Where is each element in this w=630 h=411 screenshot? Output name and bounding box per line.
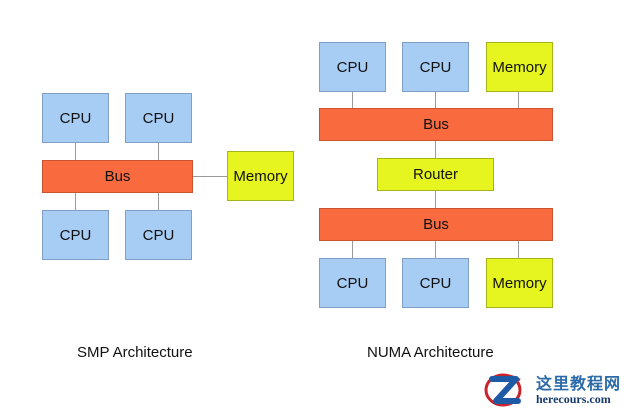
- numa-cpu-top-2: CPU: [402, 42, 469, 92]
- watermark-logo-icon: [484, 373, 522, 407]
- numa-bus-label: Bus: [423, 116, 449, 133]
- numa-bus-top: Bus: [319, 108, 553, 141]
- numa-memory-top: Memory: [486, 42, 553, 92]
- watermark: 这里教程网 herecours.com: [482, 368, 630, 411]
- numa-memory-label: Memory: [492, 274, 547, 292]
- numa-router-label: Router: [412, 166, 459, 183]
- smp-memory: Memory: [227, 151, 294, 201]
- numa-cpu-label: CPU: [419, 58, 452, 76]
- numa-connector: [352, 92, 353, 108]
- smp-cpu-label: CPU: [142, 109, 175, 127]
- numa-connector: [352, 241, 353, 258]
- numa-connector: [435, 141, 436, 158]
- smp-memory-label: Memory: [233, 167, 288, 185]
- numa-router: Router: [377, 158, 494, 191]
- smp-connector: [158, 143, 159, 160]
- numa-connector: [435, 241, 436, 258]
- numa-connector: [435, 92, 436, 108]
- smp-cpu-top-right: CPU: [125, 93, 192, 143]
- smp-cpu-label: CPU: [142, 226, 175, 244]
- numa-cpu-bottom-1: CPU: [319, 258, 386, 308]
- numa-bus-label: Bus: [423, 216, 449, 233]
- numa-connector: [518, 92, 519, 108]
- smp-cpu-label: CPU: [59, 226, 92, 244]
- numa-cpu-label: CPU: [336, 58, 369, 76]
- smp-caption: SMP Architecture: [77, 344, 193, 361]
- numa-cpu-label: CPU: [336, 274, 369, 292]
- smp-connector: [193, 176, 227, 177]
- smp-cpu-top-left: CPU: [42, 93, 109, 143]
- smp-bus: Bus: [42, 160, 193, 193]
- numa-connector: [435, 191, 436, 208]
- numa-connector: [518, 241, 519, 258]
- smp-connector: [75, 143, 76, 160]
- numa-memory-label: Memory: [492, 58, 547, 76]
- numa-cpu-bottom-2: CPU: [402, 258, 469, 308]
- smp-cpu-label: CPU: [59, 109, 92, 127]
- watermark-text-cn: 这里教程网: [536, 374, 622, 393]
- numa-caption: NUMA Architecture: [367, 344, 494, 361]
- smp-cpu-bottom-right: CPU: [125, 210, 192, 260]
- smp-cpu-bottom-left: CPU: [42, 210, 109, 260]
- numa-cpu-top-1: CPU: [319, 42, 386, 92]
- watermark-text-en: herecours.com: [536, 392, 611, 406]
- numa-memory-bottom: Memory: [486, 258, 553, 308]
- smp-bus-label: Bus: [104, 168, 131, 185]
- smp-connector: [158, 193, 159, 210]
- numa-bus-bottom: Bus: [319, 208, 553, 241]
- numa-cpu-label: CPU: [419, 274, 452, 292]
- smp-connector: [75, 193, 76, 210]
